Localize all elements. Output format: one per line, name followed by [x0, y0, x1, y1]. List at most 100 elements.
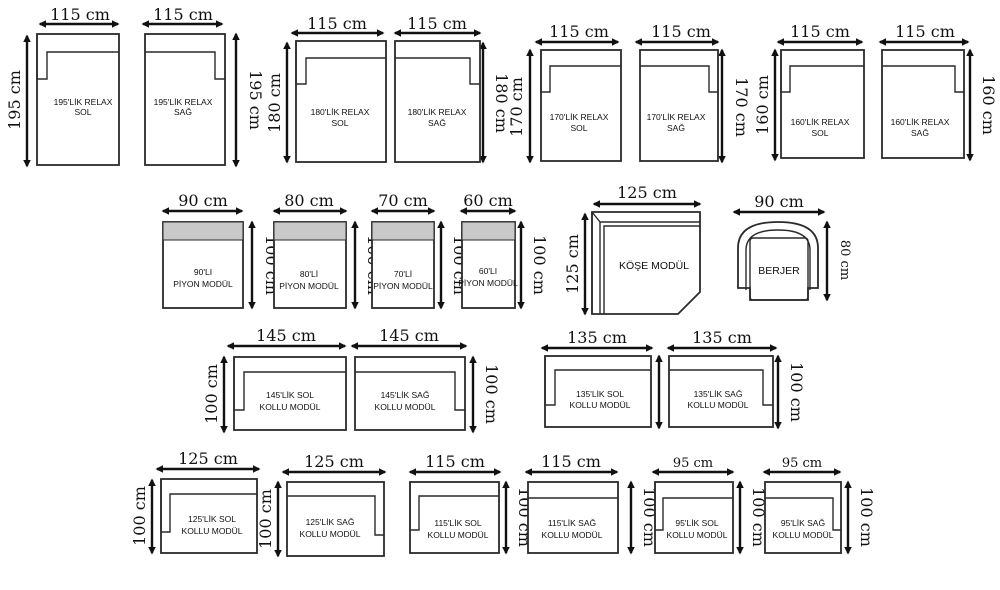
module-name-line1: 70'Lİ [394, 269, 412, 279]
module-name-line2: KOLLU MODÜL [542, 530, 603, 540]
module-name-line1: 180'LİK RELAX [408, 107, 467, 117]
module-relax170-sol: 115 cm 170 cm 170'LİK RELAX SOL [507, 22, 622, 164]
width-label: 125 cm [178, 449, 238, 468]
module-name-line1: 135'LİK SOL [576, 389, 624, 399]
module-outline [780, 49, 865, 159]
armrest-outline [544, 356, 651, 406]
module-outline [881, 49, 965, 159]
width-label: 60 cm [463, 191, 513, 210]
depth-label: 100 cm [857, 487, 876, 547]
module-name-line1: 125'LİK SOL [188, 514, 236, 524]
module-relax180-sol: 115 cm 180 cm 180'LİK RELAX SOL [265, 14, 387, 164]
depth-label: 100 cm [787, 362, 806, 422]
module-outline [144, 33, 226, 166]
module-outline [527, 481, 619, 554]
width-label: 135 cm [692, 328, 752, 347]
module-name-line2: PİYON MODÜL [373, 281, 433, 291]
width-label: 115 cm [407, 14, 467, 33]
module-outline [295, 40, 387, 163]
module-kose: 125 cm 125 cm KÖŞE MODÜL [563, 183, 702, 316]
width-label: 145 cm [256, 326, 316, 345]
module-name-line2: KOLLU MODÜL [300, 529, 361, 539]
module-outline [354, 356, 466, 431]
module-kollu125-sag: 125 cm 100 cm 125'LİK SAĞ KOLLU MODÜL [256, 452, 387, 558]
width-label: 135 cm [567, 328, 627, 347]
module-name-line2: KOLLU MODÜL [667, 530, 728, 540]
module-kollu95-sol: 95 cm 100 cm 95'LİK SOL KOLLU MODÜL [651, 456, 768, 555]
module-name-line1: 145'LİK SAĞ [381, 390, 430, 400]
module-piyon70: 70 cm 100 cm 70'Lİ PİYON MODÜL [370, 191, 469, 310]
module-name-line2: SAĞ [428, 118, 446, 128]
backrest-outline [882, 65, 964, 93]
module-name-line1: 135'LİK SAĞ [694, 389, 743, 399]
module-name-line1: 195'LİK RELAX [54, 97, 113, 107]
width-label: 115 cm [541, 452, 601, 471]
module-name-line1: 160'LİK RELAX [891, 117, 950, 127]
module-kollu115-sol: 115 cm 100 cm 115'LİK SOL KOLLU MODÜL [408, 452, 534, 555]
module-name-line2: KOLLU MODÜL [428, 530, 489, 540]
armrest-outline [669, 369, 773, 406]
backrest-band [162, 221, 244, 241]
backrest-inner [603, 225, 700, 314]
seat-outline [749, 237, 809, 301]
module-outline [668, 355, 774, 428]
module-outline [286, 481, 385, 557]
module-name-line1: 145'LİK SOL [266, 390, 314, 400]
backrest-outline [540, 50, 621, 93]
depth-label: 180 cm [492, 73, 511, 133]
module-name-line2: SAĞ [174, 107, 192, 117]
module-name-line2: KOLLU MODÜL [375, 402, 436, 412]
module-name-line2: PİYON MODÜL [279, 281, 339, 291]
module-outline [409, 481, 500, 554]
backrest-outline [145, 51, 225, 80]
backrest-outline [640, 65, 718, 93]
module-berjer: 90 cm 80 cm BERJER [732, 192, 852, 302]
width-label: 115 cm [153, 5, 213, 24]
module-name-line1: 80'Lİ [300, 269, 318, 279]
module-name: BERJER [758, 265, 800, 277]
module-relax170-sag: 115 cm 170 cm 170'LİK RELAX SAĞ [634, 22, 751, 164]
width-label: 115 cm [651, 22, 711, 41]
module-name-line2: SAĞ [667, 123, 685, 133]
module-name-line2: PİYON MODÜL [458, 278, 518, 288]
width-label: 95 cm [782, 456, 822, 471]
module-name-line1: 90'LI [194, 267, 212, 277]
depth-label: 180 cm [265, 73, 284, 133]
depth-label: 100 cm [749, 487, 768, 547]
module-name-line2: PİYON MODÜL [173, 279, 233, 289]
backrest-outline [780, 50, 864, 93]
depth-label: 170 cm [732, 77, 751, 137]
module-name-line1: 170'LİK RELAX [550, 112, 609, 122]
module-name-line2: SOL [74, 107, 91, 117]
module-outline [540, 49, 622, 162]
backrest-band [461, 221, 516, 241]
module-name-line1: 125'LİK SAĞ [306, 517, 355, 527]
module-kollu95-sag: 95 cm 100 cm 95'LİK SAĞ KOLLU MODÜL [762, 456, 876, 555]
depth-label: 100 cm [482, 364, 501, 424]
module-piyon90: 90 cm 100 cm 90'LI PİYON MODÜL [161, 191, 281, 310]
depth-label: 100 cm [530, 235, 549, 295]
module-name-line1: 170'LİK RELAX [647, 112, 706, 122]
backrest-band [273, 221, 347, 241]
width-label: 115 cm [425, 452, 485, 471]
module-kollu145-sag: 145 cm 100 cm 145'LİK SAĞ KOLLU MODÜL [350, 326, 501, 434]
armrest-outline [654, 482, 733, 531]
backrest-band [371, 221, 435, 241]
module-name-line2: KOLLU MODÜL [688, 400, 749, 410]
module-kollu135-sol: 135 cm 100 cm 135'LİK SOL KOLLU MODÜL [540, 328, 663, 430]
module-outline [764, 481, 842, 554]
width-label: 115 cm [307, 14, 367, 33]
depth-label: 160 cm [753, 75, 772, 135]
backrest-outline [295, 41, 386, 85]
module-relax195-sag: 115 cm 195 cm 195'LİK RELAX SAĞ [141, 5, 265, 168]
module-name-line2: KOLLU MODÜL [570, 400, 631, 410]
depth-label: 195 cm [246, 70, 265, 130]
armrest-outline [233, 357, 346, 411]
module-name-line1: 95'LİK SOL [675, 518, 718, 528]
module-name-line2: SOL [811, 128, 828, 138]
module-relax195-sol: 115 cm 195 cm 195'LİK RELAX SOL [5, 5, 120, 168]
backrest-outline [591, 211, 700, 314]
module-kollu115-sag: 115 cm 100 cm 115'LİK SAĞ KOLLU MODÜL [524, 452, 659, 555]
depth-label: 100 cm [130, 486, 149, 546]
